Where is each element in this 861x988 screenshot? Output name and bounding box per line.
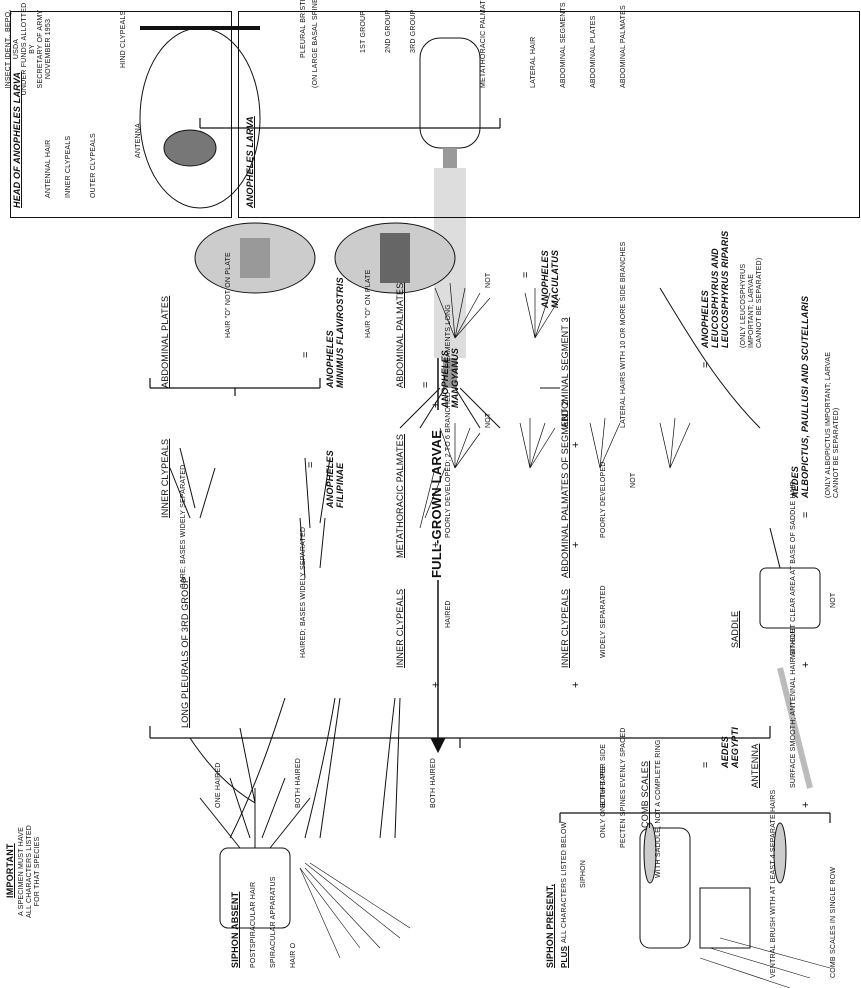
r3-abd-a: FILAMENTS LONG (445, 304, 453, 368)
larva-panel-title: ANOPHELES LARVA (245, 116, 255, 208)
r3-clypeal: HAIRED (445, 600, 453, 628)
r4-plus-1: + (570, 681, 582, 688)
col-comb-scales: COMB SCALES (640, 761, 650, 828)
r1-equals-b: = (420, 381, 432, 388)
r1-pleural: ONE HAIRED (215, 762, 223, 808)
r5-species: AEDES AEGYPTI (720, 727, 740, 768)
r1-plate-a: HAIR "O" NOT ON PLATE (225, 252, 233, 338)
siphon-label-pecten: PECTEN SPINES EVENLY SPACED (620, 727, 628, 848)
siphon-label-brush: VENTRAL BRUSH WITH AT LEAST 4 SEPARATE H… (770, 790, 778, 978)
r4-equals: = (700, 361, 712, 368)
r3-col-meta: METATHORACIC PALMATES (395, 434, 405, 558)
r2-clypeal: HAIRED; BASES WIDELY SEPARATED (300, 527, 308, 658)
r6-saddle-a: WITHOUT CLEAR AREA AT BASE OF SADDLE HAI… (790, 481, 798, 658)
r1-clypeal: BARE; BASES WIDELY SEPARATED (180, 465, 188, 588)
r4-pleural: BOTH BARE (600, 766, 608, 808)
col-abdominal-plates: ABDOMINAL PLATES (160, 296, 170, 388)
head-label-outer-clypeals: OUTER CLYPEALS (90, 133, 98, 198)
r4-col-clypeal: INNER CLYPEALS (560, 589, 570, 668)
siphon-present-subtitle: ALL CHARACTERS LISTED BELOW (561, 822, 569, 943)
r3-equals: = (520, 271, 532, 278)
r2-equals: = (305, 461, 317, 468)
r3-col-abd: ABDOMINAL PALMATES (395, 283, 405, 388)
r5-equals: = (700, 761, 712, 768)
head-label-antenna: ANTENNA (135, 123, 143, 158)
r6-plus-1: + (800, 801, 812, 808)
important-text: A SPECIMEN MUST HAVE ALL CHARACTERS LIST… (18, 825, 42, 918)
larva-label-lateral-hair: LATERAL HAIR (530, 37, 538, 88)
r2-pleural: BOTH HAIRED (295, 758, 303, 808)
siphon-label-comb: COMB SCALES IN SINGLE ROW (830, 867, 838, 978)
col-long-pleurals: LONG PLEURALS OF 3RD GROUP (180, 577, 190, 728)
larva-label-meta-palmates: METATHORACIC PALMATES (480, 0, 488, 88)
larva-panel (238, 11, 860, 218)
r6-saddle-b: NOT (830, 593, 838, 608)
r1-plate-b: HAIR "O" ON PLATE (365, 269, 373, 338)
r3-species: ANOPHELES MACULATUS (540, 250, 560, 308)
larva-label-pleural: PLEURAL BRISTLES (300, 0, 308, 58)
larva-label-abd-palmates: ABDOMINAL PALMATES (620, 5, 628, 88)
r1-equals-a: = (300, 351, 312, 358)
page-title: FULL-GROWN LARVAE (430, 430, 444, 578)
r4-seg3: LATERAL HAIRS WITH 10 OR MORE SIDE BRANC… (620, 242, 628, 428)
siphon-absent-spiracular: SPIRACULAR APPARATUS (270, 876, 278, 968)
col-saddle: SADDLE (730, 611, 740, 648)
r1-species-a: ANOPHELES MINIMUS FLAVIROSTRIS (325, 277, 345, 388)
larva-label-group3: 3rd GROUP (410, 10, 418, 53)
r4-species: ANOPHELES LEUCOSPHYRUS AND LEUCOSPHYRUS … (700, 231, 730, 348)
siphon-label-siphon: SIPHON (580, 860, 588, 888)
siphon-label-saddle: WITH SADDLE, NOT A COMPLETE RING (655, 739, 663, 878)
r4-note: (ONLY LEUCOSPHYRUS IMPORTANT; LARVAE CAN… (740, 258, 764, 348)
r4-col-seg3: ABDOMINAL SEGMENT 3 (560, 317, 570, 428)
r6-equals: = (800, 511, 812, 518)
r2-species: ANOPHELES FILIPINAE (325, 450, 345, 508)
important-heading: IMPORTANT (5, 843, 15, 898)
col-inner-clypeals: INNER CLYPEALS (160, 439, 170, 518)
siphon-absent-hair-o: HAIR O (290, 943, 298, 968)
larva-label-abd-segments: ABDOMINAL SEGMENTS 2 AND 3 (560, 0, 568, 88)
r6-note: (ONLY ALBOPICTUS IMPORTANT; LARVAE CANNO… (825, 352, 841, 498)
r3-plus-2: + (430, 541, 442, 548)
r4-plus-2: + (570, 541, 582, 548)
r6-species: AEDES ALBOPICTUS, PAULLUSI AND SCUTELLAR… (790, 296, 810, 498)
r3-plus-1: + (430, 681, 442, 688)
r3-meta-b: NOT (485, 413, 493, 428)
siphon-present-title: SIPHON PRESENT, (545, 884, 555, 968)
r6-plus-2: + (800, 661, 812, 668)
r4-abd2-b: NOT (630, 473, 638, 488)
siphon-present-plus: PLUS (560, 946, 569, 968)
head-label-hind-clypeals: HIND CLYPEALS (120, 11, 128, 68)
larva-label-abd-plates: ABDOMINAL PLATES (590, 16, 598, 88)
larva-label-sheath: (ON LARGE BASAL SPINE-LIKE SHEATH) (312, 0, 320, 88)
r3-abd-b: NOT (485, 273, 493, 288)
head-panel-title: HEAD OF ANOPHELES LARVA (12, 72, 22, 208)
r4-plus-3: + (570, 441, 582, 448)
r4-clypeal: WIDELY SEPARATED (600, 585, 608, 658)
head-label-antennal-hair: ANTENNAL HAIR (45, 140, 53, 198)
r3-meta-a: POORLY DEVELOPED; 2 TO 6 BRANCHED (445, 392, 453, 538)
siphon-absent-title: SIPHON ABSENT (230, 892, 240, 968)
siphon-absent-postspiracular: POSTSPIRACULAR HAIR (250, 882, 258, 968)
larva-label-group2: 2nd GROUP (385, 10, 393, 53)
r3-plus-3: + (430, 401, 442, 408)
head-label-inner-clypeals: INNER CLYPEALS (65, 136, 73, 198)
larva-label-group1: 1st GROUP (360, 11, 368, 53)
r4-abd2-a: POORLY DEVELOPED (600, 462, 608, 538)
r3-col-clypeal: INNER CLYPEALS (395, 589, 405, 668)
col-antenna: ANTENNA (750, 744, 760, 788)
r3-pleural: BOTH HAIRED (430, 758, 438, 808)
